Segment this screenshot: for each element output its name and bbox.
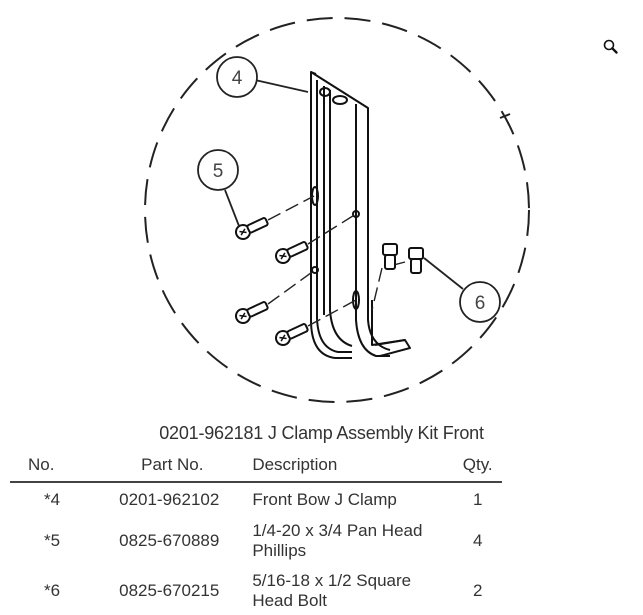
header-no: No. [10, 452, 110, 483]
svg-text:6: 6 [475, 293, 486, 314]
row-part-no: 0825-670889 [119, 531, 220, 550]
header-qty: Qty. [453, 452, 502, 483]
pan-head-screws [235, 217, 309, 346]
callout-4: 4 [216, 56, 309, 98]
row-no: *4 [44, 490, 61, 509]
parts-table: No. Part No. Description Qty. *4 0201-96… [10, 452, 502, 615]
magnifier-icon [603, 39, 618, 54]
svg-text:5: 5 [213, 161, 224, 182]
row-no: *6 [44, 581, 61, 600]
row-no: *5 [44, 531, 61, 550]
row-qty: 4 [472, 531, 483, 550]
row-part-no: 0825-670215 [119, 581, 220, 600]
kit-title: 0201-962181 J Clamp Assembly Kit Front [159, 423, 484, 443]
svg-text:4: 4 [232, 68, 243, 89]
row-qty: 2 [472, 581, 483, 600]
table-row: *5 0825-670889 1/4-20 x 3/4 Pan Head Phi… [10, 515, 502, 565]
j-clamp-part [310, 71, 411, 359]
row-description: Front Bow J Clamp [252, 490, 397, 509]
callout-6: 6 [423, 257, 501, 323]
header-part-no: Part No. [109, 452, 253, 483]
callout-5: 5 [197, 149, 240, 227]
zoom-button[interactable] [600, 36, 622, 58]
row-qty: 1 [472, 490, 483, 509]
row-description: 5/16-18 x 1/2 Square Head Bolt [252, 571, 412, 610]
detail-boundary-circle [144, 17, 530, 403]
square-head-bolts [382, 243, 424, 274]
table-row: *6 0825-670215 5/16-18 x 1/2 Square Head… [10, 565, 502, 615]
row-description: 1/4-20 x 3/4 Pan Head Phillips [252, 521, 423, 560]
table-header-row: No. Part No. Description Qty. [10, 452, 502, 483]
assembly-drawing: 4 5 6 [144, 17, 530, 403]
table-row: *4 0201-962102 Front Bow J Clamp 1 [10, 482, 502, 515]
row-part-no: 0201-962102 [119, 490, 220, 509]
header-description: Description [252, 452, 454, 483]
